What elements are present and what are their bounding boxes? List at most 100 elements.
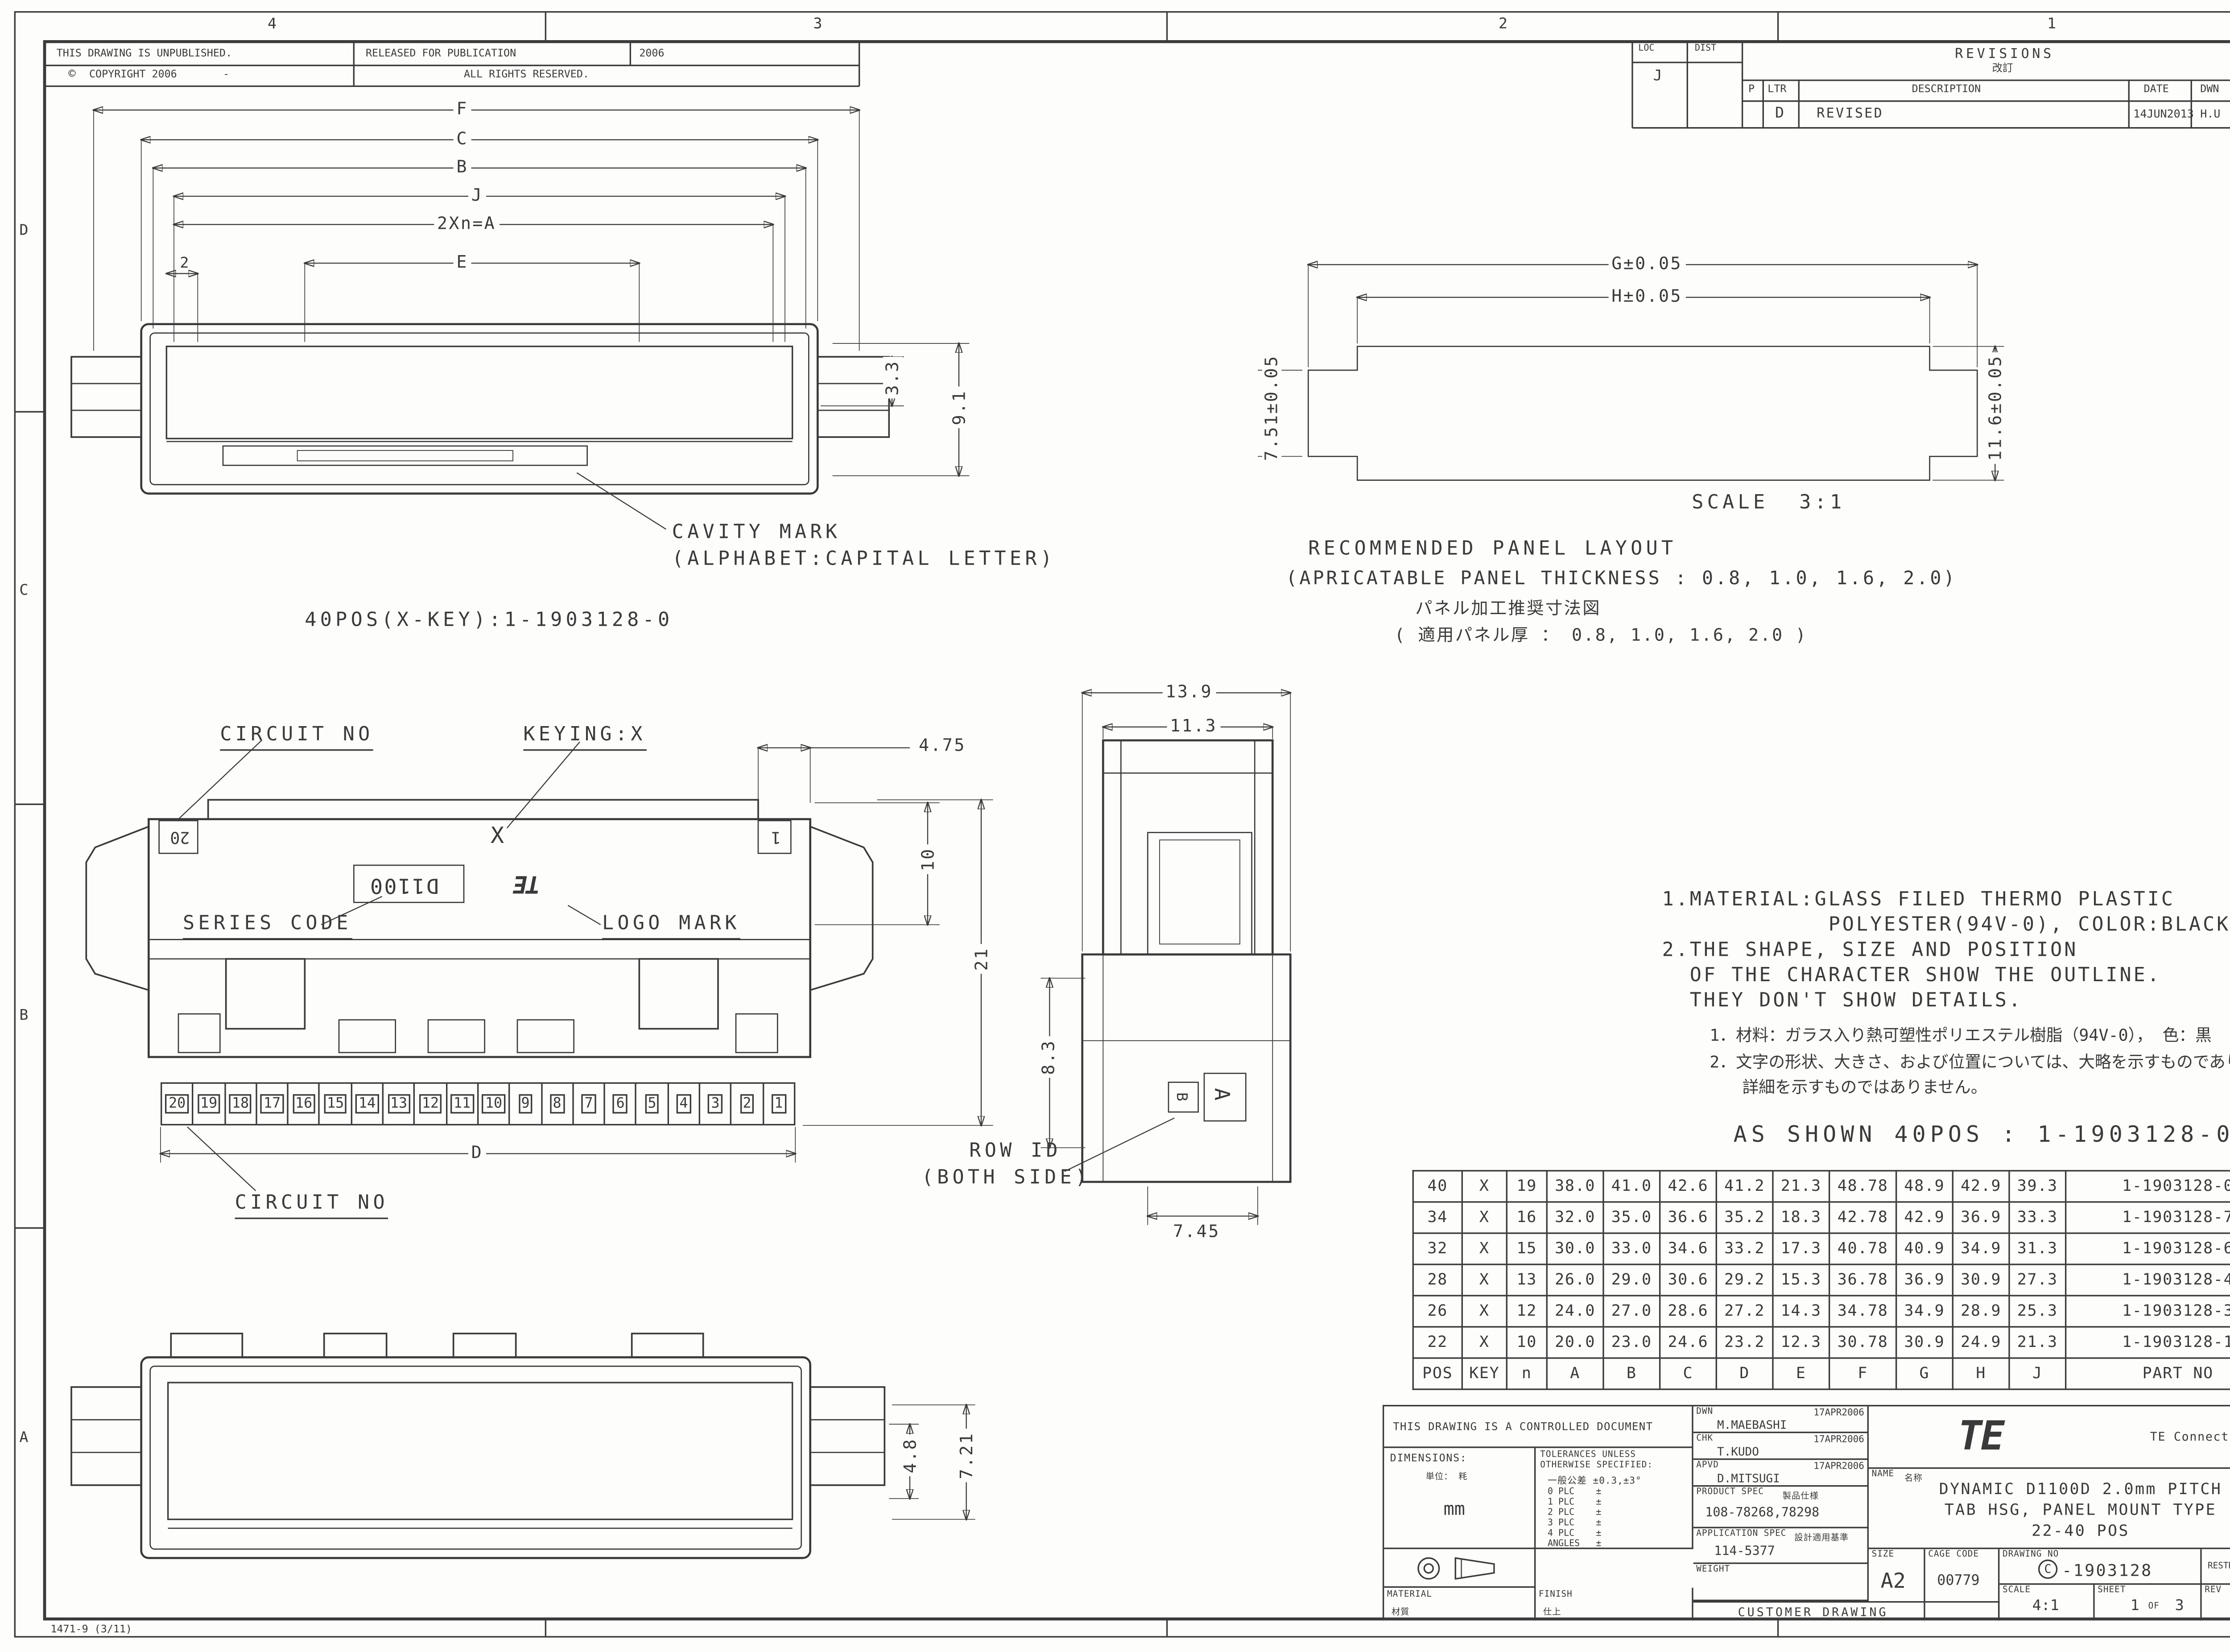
apvd-name: D.MITSUGI [1717,1471,1780,1485]
sheet-label: SHEET [2098,1586,2126,1595]
table-cell: X [1461,1264,1507,1297]
tolerance-general: 一般公差 ±0.3,±3° [1547,1476,1642,1487]
dim-2xn-a: 2Xn=A [434,213,499,234]
panel-title-2-jp: ( 適用パネル厚 ： 0.8, 1.0, 1.6, 2.0 ) [1394,624,1808,645]
table-row: POS KEY n A B C D E F G H J PART NO [1412,1357,2230,1390]
tolerance-rows: 0 PLC ±1 PLC ±2 PLC ±3 PLC ±4 PLC ±ANGLE… [1548,1487,1601,1549]
product-spec-value: 108-78268,78298 [1705,1506,1820,1521]
panel-scale: SCALE 3:1 [1692,492,1846,515]
table-cell: 23.2 [1715,1326,1774,1359]
table-row: 34 X 16 32.0 35.0 36.6 35.2 18.3 42.78 4… [1412,1201,2230,1234]
circuit-number: 10 [482,1094,505,1114]
rev-row-ltr: D [1775,105,1784,122]
circuit-number: 18 [229,1094,252,1114]
circuit-number: 9 [518,1094,533,1114]
rev-row-description: REVISED [1817,107,1884,122]
controlled-document-note: THIS DRAWING IS A CONTROLLED DOCUMENT [1393,1420,1653,1433]
table-cell: 28.6 [1659,1295,1717,1328]
application-spec-value: 114-5377 [1714,1545,1775,1560]
table-cell: 42.9 [1895,1201,1953,1234]
loc-label: LOC [1638,43,1655,54]
zone-left-a: A [19,1430,29,1447]
table-cell: 1-1903128-4 [2065,1264,2230,1297]
drawing-number-c: C [2038,1559,2058,1579]
table-cell: A [1546,1357,1604,1390]
zone-top-3: 3 [813,16,822,33]
table-cell: B [1602,1357,1661,1390]
table-cell: 30.0 [1546,1232,1604,1265]
front-view [70,110,970,530]
size-value: A2 [1880,1569,1906,1594]
finish-label: FINISH [1538,1590,1573,1600]
zone-left-c: C [19,582,29,599]
circuit-number-cell: 17 [255,1083,287,1124]
circuit-number-cell: 15 [318,1083,351,1124]
table-cell: X [1461,1326,1507,1359]
table-cell: 18.3 [1772,1201,1830,1234]
dim-11-3: 11.3 [1167,715,1220,736]
circuit-number-cell: 16 [287,1083,319,1124]
tolerance-row: 4 PLC ± [1547,1528,1602,1539]
bottom-view [70,1333,975,1559]
te-logo-mark: TE [514,870,540,899]
copyright-note: COPYRIGHT 2006 [89,68,177,80]
dim-g: G±0.05 [1608,253,1685,274]
table-cell: 15 [1506,1232,1548,1265]
table-cell: 39.3 [2008,1170,2067,1203]
tolerance-row: 3 PLC ± [1547,1518,1602,1528]
circuit-number-cell: 6 [603,1083,636,1124]
table-cell: 31.3 [2008,1232,2067,1265]
note-line-jp: 1．材料：ガラス入り熱可塑性ポリエステル樹脂（94V-0）， 色：黒 [1710,1025,2212,1045]
unpublished-note: THIS DRAWING IS UNPUBLISHED. [56,47,232,60]
circuit-number-cell: 10 [477,1083,509,1124]
pos-1-mark: 1 [771,827,781,847]
table-row: 32 X 15 30.0 33.0 34.6 33.2 17.3 40.78 4… [1412,1232,2230,1265]
panel-title-2: (APRICATABLE PANEL THICKNESS : 0.8, 1.0,… [1286,566,1957,589]
checked-by-cell: CHK T.KUDO 17APR2006 [1693,1433,1869,1460]
table-cell: 27.3 [2008,1264,2067,1297]
circuit-number: 1 [771,1094,786,1114]
zone-left-d: D [19,223,29,240]
dim-13-9: 13.9 [1162,681,1216,702]
projection-symbol-cell [1384,1549,1536,1588]
table-cell: 27.2 [1715,1295,1774,1328]
form-number: 1471-9 (3/11) [50,1623,132,1635]
material-cell: MATERIAL 材質 [1384,1587,1536,1621]
part-name-line-3: 22-40 POS [2032,1522,2130,1540]
table-cell: 36.9 [1952,1201,2010,1234]
part-name-cell: NAME 名称 DYNAMIC D1100D 2.0mm PITCH TAB H… [1868,1469,2230,1549]
circuit-number-cell: 4 [667,1083,699,1124]
circuit-number-cell: 7 [572,1083,604,1124]
circuit-number: 8 [549,1094,565,1114]
zone-top-1: 1 [2047,16,2057,33]
table-cell: 33.0 [1602,1232,1661,1265]
table-cell: 1-1903128-1 [2065,1326,2230,1359]
dwn-label: DWN [1696,1408,1714,1417]
logo-mark-label: LOGO MARK [602,913,740,940]
circuit-number: 16 [292,1094,315,1114]
dim-7-51: 7.51±0.05 [1261,351,1282,464]
apvd-date: 17APR2006 [1813,1461,1864,1472]
rev-col-dwn: DWN [2200,83,2219,95]
table-cell: 29.2 [1715,1264,1774,1297]
table-cell: 38.0 [1546,1170,1604,1203]
chk-date: 17APR2006 [1813,1434,1864,1445]
product-spec-label: PRODUCT SPEC [1696,1488,1764,1497]
table-cell: 25.3 [2008,1295,2067,1328]
title-block: THIS DRAWING IS A CONTROLLED DOCUMENT DW… [1382,1404,2230,1621]
dwn-date: 17APR2006 [1813,1408,1864,1418]
drawing-number-value: -1903128 [2062,1561,2153,1581]
tolerance-title-2: OTHERWISE SPECIFIED: [1540,1461,1653,1470]
application-spec-cell: APPLICATION SPEC 設計適用基準 114-5377 [1693,1528,1869,1564]
revisions-block-lines [1631,41,2230,129]
table-cell: 42.9 [1952,1170,2010,1203]
rev-label: REV [2205,1586,2222,1595]
rev-col-date: DATE [2143,83,2169,95]
dim-e: E [453,252,471,273]
circuit-number: 13 [387,1094,410,1114]
table-cell: 24.0 [1546,1295,1604,1328]
